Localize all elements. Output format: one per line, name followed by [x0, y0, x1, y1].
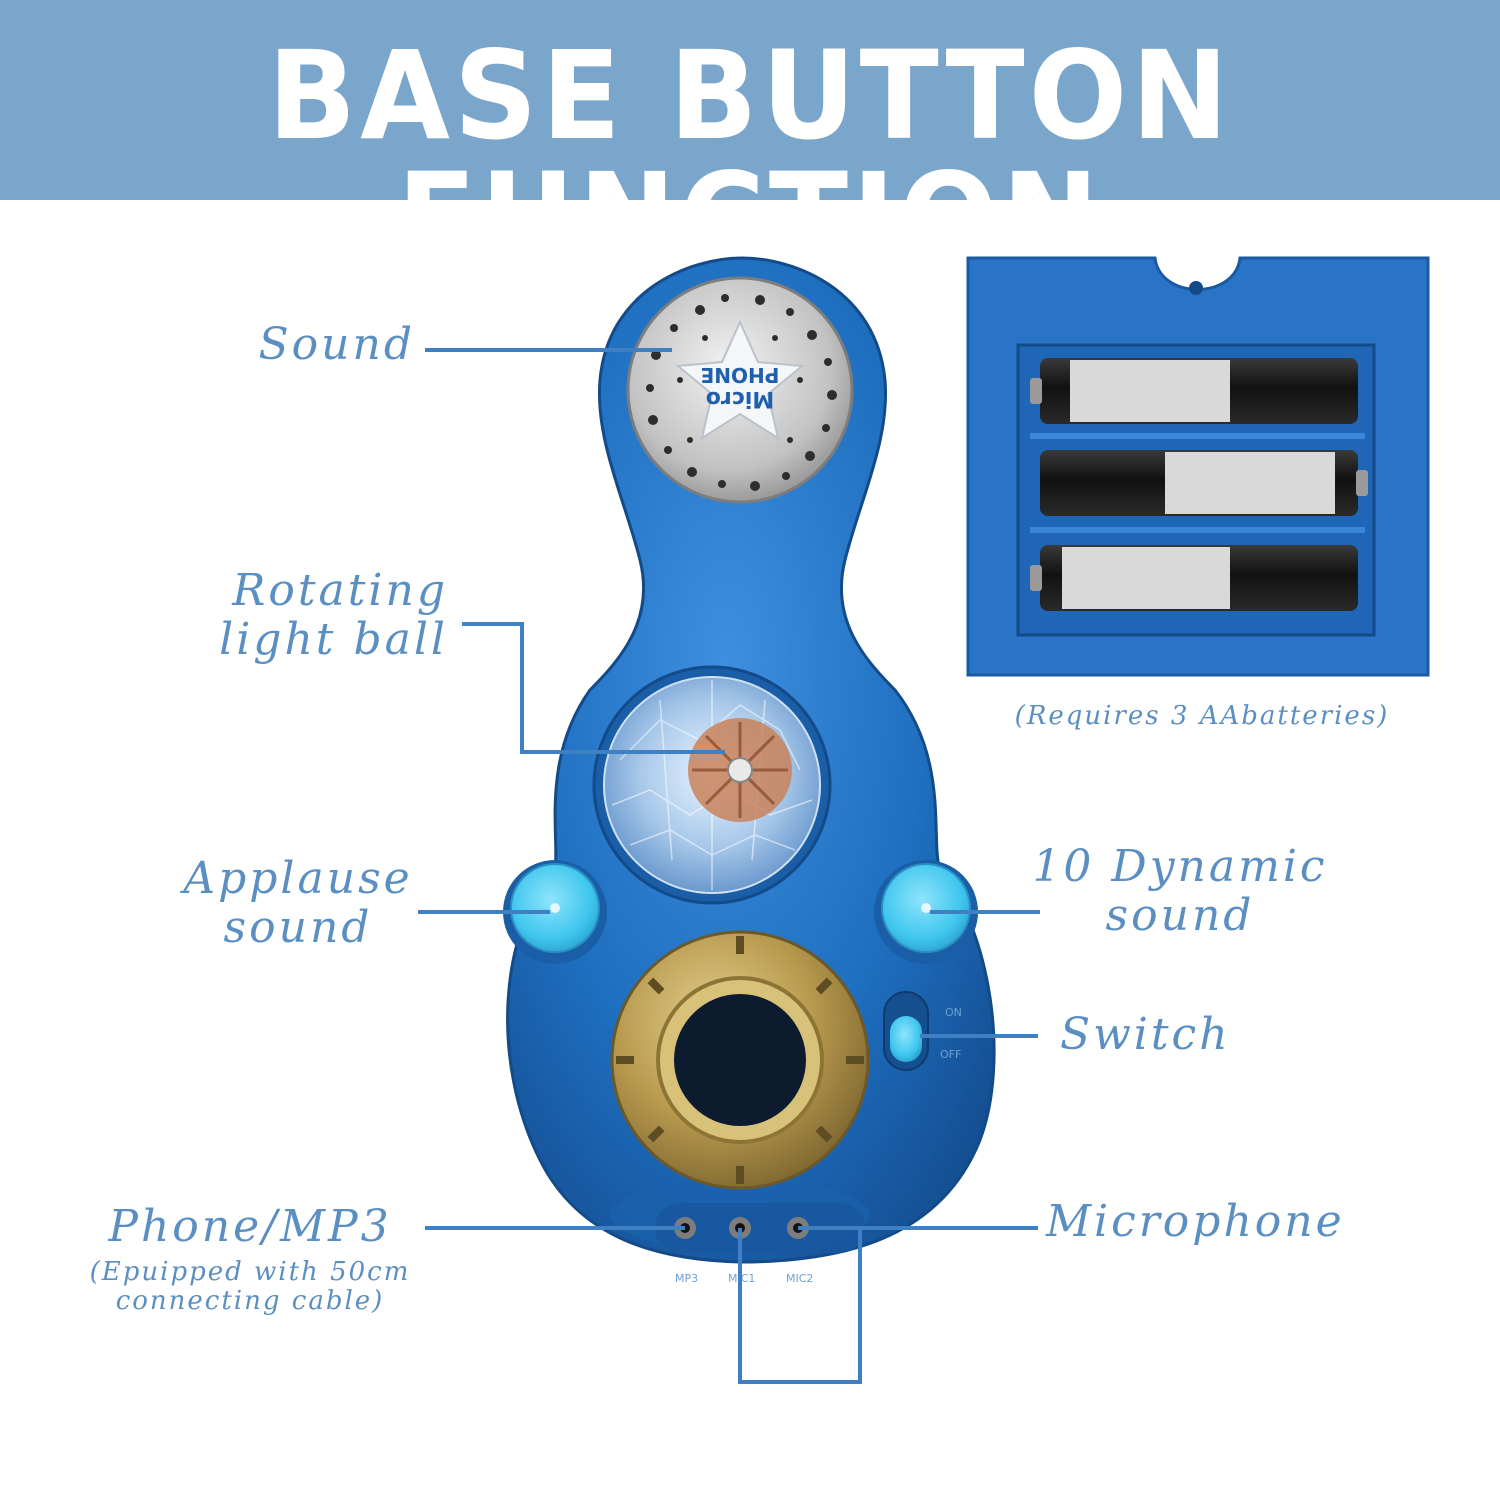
- label-dynamic-sound: 10 Dynamic sound: [1032, 841, 1328, 942]
- brand-print-line1: Micro: [706, 386, 774, 411]
- battery-1: [1030, 358, 1358, 424]
- label-sound: Sound: [258, 319, 415, 370]
- label-phone-mp3: Phone/MP3: [108, 1201, 392, 1252]
- applause-button: [503, 860, 607, 964]
- brand-print-line2: PHONE: [701, 363, 780, 387]
- power-switch: ON OFF: [883, 991, 962, 1071]
- label-rotating-light-ball: Rotating light ball: [219, 565, 448, 666]
- jack-mp3-print: MP3: [675, 1272, 698, 1285]
- header-banner: BASE BUTTON FUNCTION: [0, 0, 1500, 279]
- callout-lines: [418, 348, 1040, 1384]
- label-batteries: (Requires 3 AAbatteries): [1014, 701, 1390, 731]
- label-phone-note: (Epuipped with 50cm connecting cable): [89, 1257, 411, 1317]
- battery-compartment-photo: [966, 256, 1430, 677]
- label-microphone: Microphone: [1046, 1196, 1345, 1247]
- speaker-grill: Micro PHONE: [626, 276, 854, 504]
- label-applause-sound: Applause sound: [183, 853, 413, 954]
- rotating-light-ball: [592, 665, 832, 905]
- battery-2: [1040, 450, 1368, 516]
- callout-light-ball: [462, 622, 725, 754]
- switch-off-print: OFF: [940, 1048, 961, 1061]
- dynamic-sound-button: [874, 860, 978, 964]
- switch-on-print: ON: [945, 1006, 962, 1019]
- battery-3: [1030, 545, 1358, 611]
- microphone-holder-ring: [610, 930, 870, 1190]
- jack-mic2-print: MIC2: [786, 1272, 813, 1285]
- label-switch: Switch: [1060, 1009, 1231, 1060]
- audio-jacks: MP3 MIC1 MIC2: [655, 1203, 865, 1285]
- callout-mic-bracket: [738, 1228, 862, 1384]
